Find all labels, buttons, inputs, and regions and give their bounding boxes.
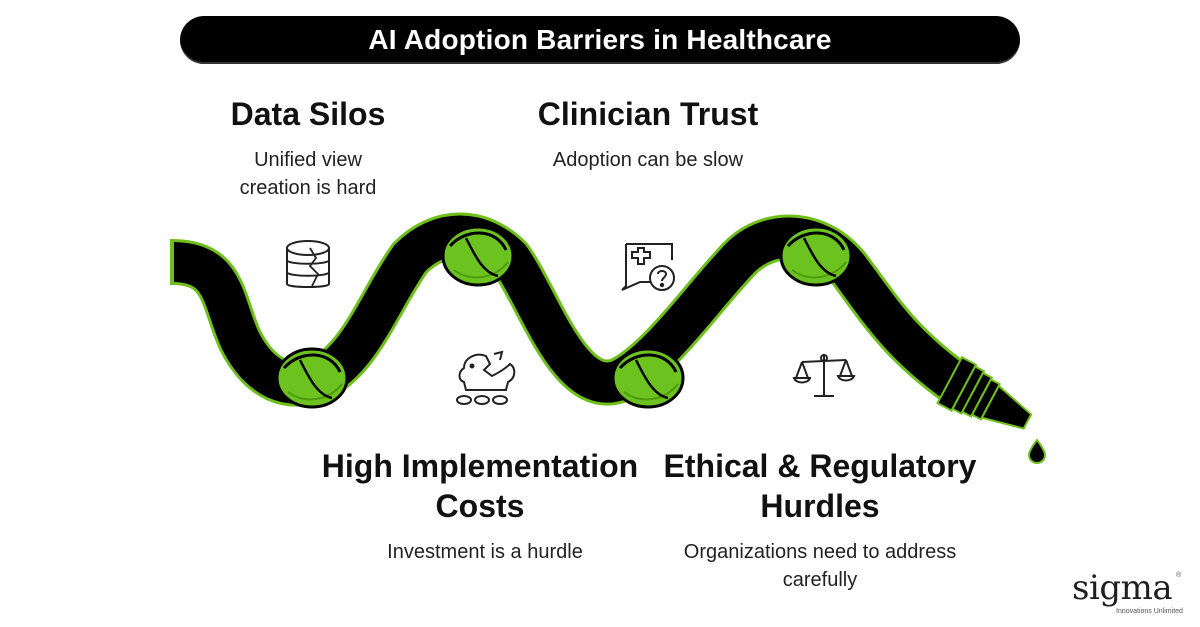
knot-1 [275,347,349,409]
barrier-desc-ethical-regulatory: Organizations need to address carefully [683,541,957,591]
knot-4 [779,225,853,287]
water-drop [1027,438,1047,464]
hose-start-outline [170,239,174,285]
barrier-desc-data-silos: Unified view creation is hard [239,149,377,199]
knot-3 [611,347,685,409]
barrier-heading-high-implementation-costs: High Implementation Costs [321,448,639,524]
page-title: AI Adoption Barriers in Healthcare [368,24,832,55]
barrier-heading-clinician-trust: Clinician Trust [537,96,759,132]
medical-question-chat-icon [621,243,675,291]
logo-registered-mark: ® [1176,572,1182,579]
hose-nozzle [936,355,1033,430]
database-cracked-icon [286,240,330,288]
barrier-heading-data-silos: Data Silos [230,96,386,132]
logo-tagline: Innovations Unlimited [1116,608,1183,615]
title-banner: AI Adoption Barriers in Healthcare [180,16,1020,64]
balance-scale-icon [792,354,856,397]
sigma-logo: sigma ® Innovations Unlimited [1072,568,1184,616]
broken-piggy-bank-icon [456,350,516,405]
barrier-desc-clinician-trust: Adoption can be slow [552,149,744,171]
barrier-desc-high-implementation-costs: Investment is a hurdle [387,541,583,563]
barrier-heading-ethical-regulatory: Ethical & Regulatory Hurdles [663,448,977,524]
logo-wordmark: sigma [1072,568,1173,608]
knot-2 [441,225,515,287]
